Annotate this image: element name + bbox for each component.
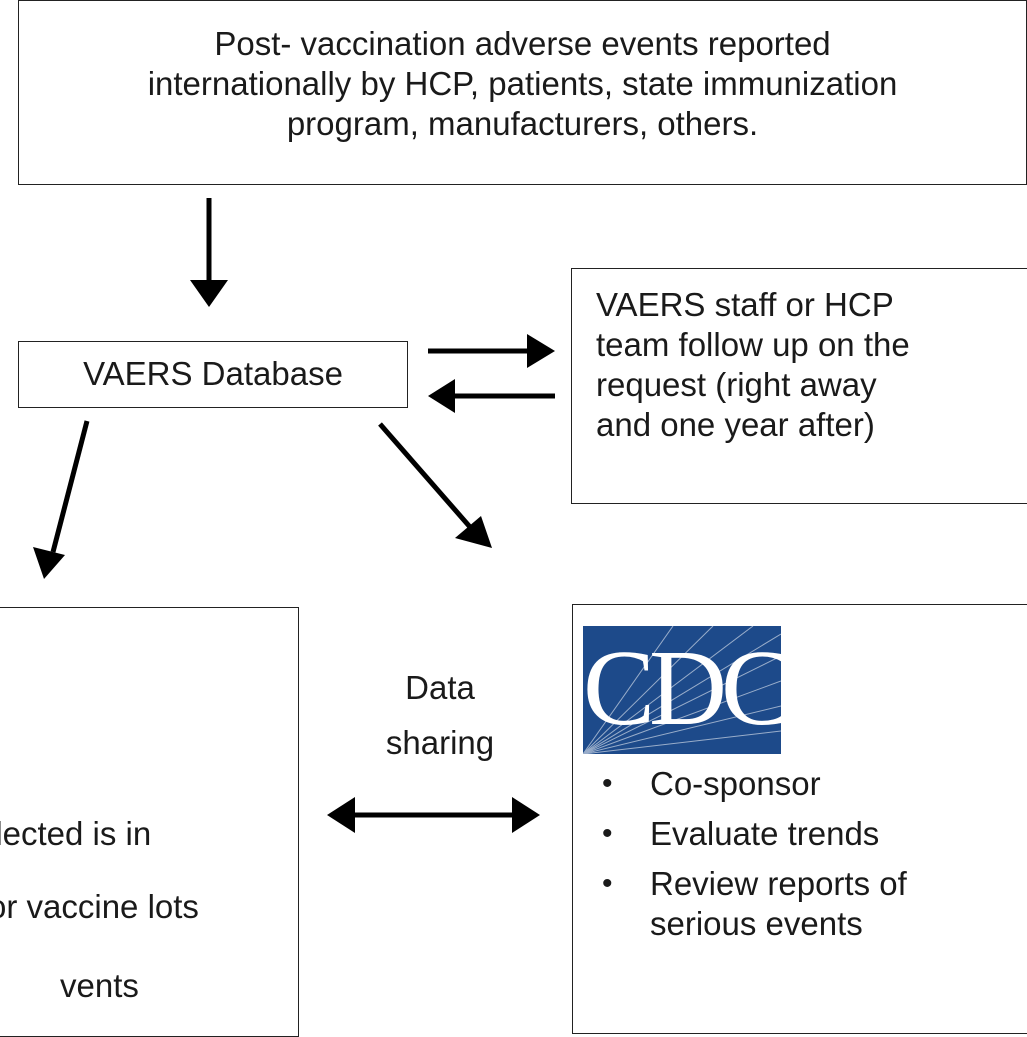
vaers-database-label: VAERS Database <box>83 355 343 392</box>
fda-text-line-2: or vaccine lots <box>0 888 199 925</box>
arrow-vaers-to-follow-up <box>428 334 555 368</box>
bullet-dot: • <box>602 867 613 900</box>
follow-up-box <box>571 268 1027 504</box>
follow-up-text: VAERS staff or HCP team follow up on the… <box>596 285 1016 445</box>
cdc-logo-rays <box>583 626 781 754</box>
data-sharing-line-2: sharing <box>385 724 495 761</box>
reporting-sources-text: Post- vaccination adverse events reporte… <box>18 24 1027 144</box>
arrow-vaers-to-cdc <box>378 422 492 548</box>
bullet-text-evaluate-trends: Evaluate trends <box>650 815 880 852</box>
fda-text-line-3: vents <box>60 967 139 1004</box>
follow-up-line-4: and one year after) <box>596 406 875 443</box>
arrow-top-to-vaers <box>190 198 228 307</box>
bullet-dot: • <box>602 767 613 800</box>
data-sharing-line-1: Data <box>405 669 475 706</box>
bullet-dot: • <box>602 817 613 850</box>
follow-up-line-1: VAERS staff or HCP <box>596 286 894 323</box>
fda-text-line-1: llected is in <box>0 815 152 852</box>
follow-up-line-3: request (right away <box>596 366 877 403</box>
cdc-logo-text: CDC <box>583 629 781 748</box>
arrow-vaers-to-fda <box>33 420 90 579</box>
data-sharing-label: Data sharing <box>360 660 520 770</box>
arrow-follow-up-to-vaers <box>428 379 555 413</box>
reporting-sources-box <box>18 0 1027 185</box>
vaers-database-box <box>18 341 408 408</box>
bullet-text-review-reports: Review reports of serious events <box>650 865 907 942</box>
reporting-sources-line-1: Post- vaccination adverse events reporte… <box>214 25 831 62</box>
bullet-text-co-sponsor: Co-sponsor <box>650 765 821 802</box>
fda-box <box>0 607 299 1037</box>
arrow-data-sharing <box>327 797 540 833</box>
cdc-logo: CDC <box>583 626 781 754</box>
reporting-sources-line-3: program, manufacturers, others. <box>286 105 759 142</box>
reporting-sources-line-2: internationally by HCP, patients, state … <box>147 65 898 102</box>
follow-up-line-2: team follow up on the <box>596 326 910 363</box>
